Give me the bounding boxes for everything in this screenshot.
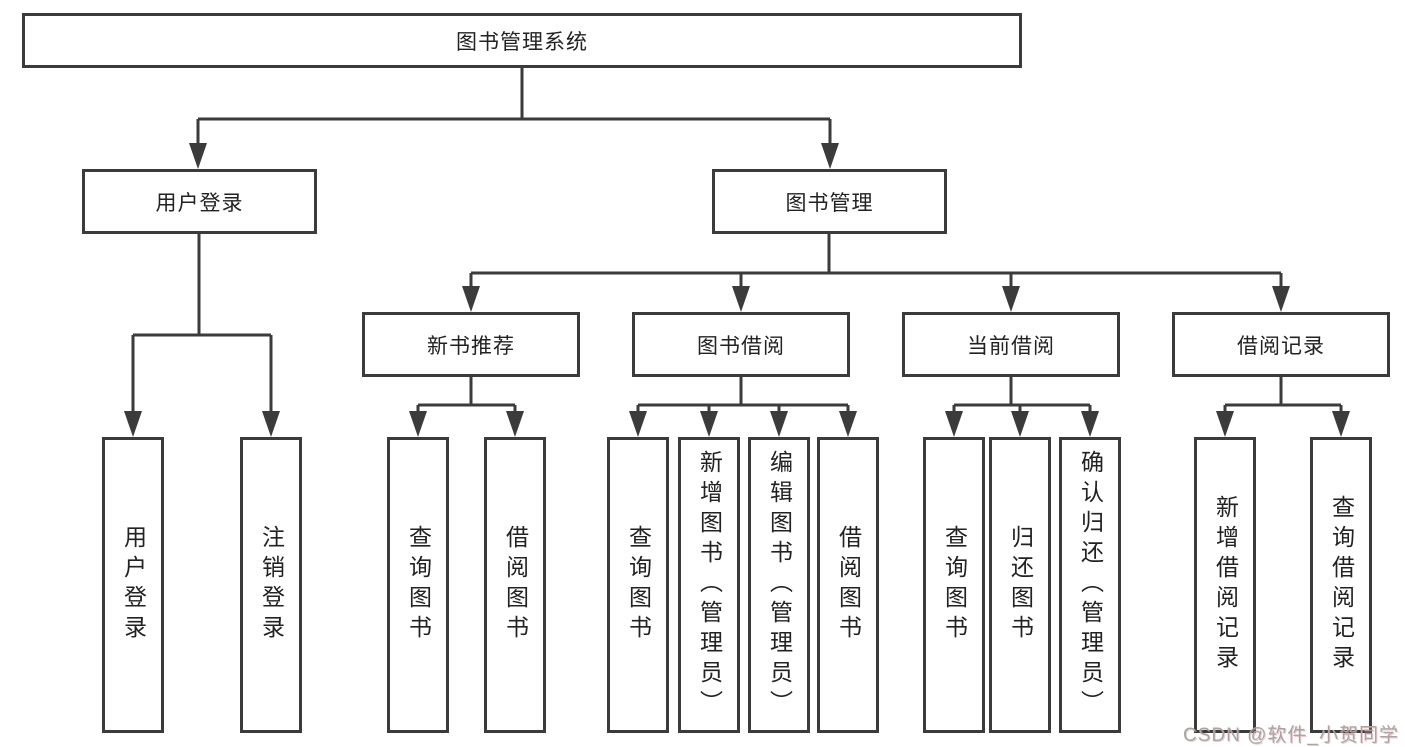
connector-records-branch xyxy=(1223,377,1343,421)
node-root: 图书管理系统 xyxy=(22,13,1022,68)
leaf-query-borrow-record: 查询借阅记录 xyxy=(1310,437,1372,733)
csdn-watermark: CSDN @软件_小贺同学 xyxy=(1183,725,1399,746)
leaf-borrow-books: 借阅图书 xyxy=(817,437,879,733)
leaf-query-books-current: 查询图书 xyxy=(923,437,985,733)
connector-recommend-branch xyxy=(416,377,517,421)
leaf-confirm-return-admin: 确认归还（管理员） xyxy=(1059,437,1121,733)
leaf-user-login: 用户登录 xyxy=(102,437,164,733)
connector-current-branch xyxy=(952,377,1092,421)
leaf-query-books-recommend: 查询图书 xyxy=(387,437,449,733)
node-user-login: 用户登录 xyxy=(82,169,317,234)
leaf-logout: 注销登录 xyxy=(240,437,302,733)
leaf-return-books: 归还图书 xyxy=(989,437,1051,733)
leaf-query-books-borrowing: 查询图书 xyxy=(607,437,669,733)
connector-book-mgmt-branch xyxy=(469,234,1283,296)
node-book-management: 图书管理 xyxy=(712,169,947,234)
connector-user-login-branch xyxy=(131,234,273,421)
leaf-add-books-admin: 新增图书（管理员） xyxy=(678,437,740,733)
connector-borrowing-branch xyxy=(636,377,850,421)
connector-root-to-level2 xyxy=(196,68,832,153)
node-borrowing-records: 借阅记录 xyxy=(1172,312,1390,377)
leaf-edit-books-admin: 编辑图书（管理员） xyxy=(748,437,810,733)
node-current-borrowing: 当前借阅 xyxy=(902,312,1120,377)
node-new-book-recommendation: 新书推荐 xyxy=(362,312,580,377)
leaf-borrow-books-recommend: 借阅图书 xyxy=(484,437,546,733)
node-book-borrowing: 图书借阅 xyxy=(632,312,850,377)
leaf-add-borrow-record: 新增借阅记录 xyxy=(1194,437,1256,733)
